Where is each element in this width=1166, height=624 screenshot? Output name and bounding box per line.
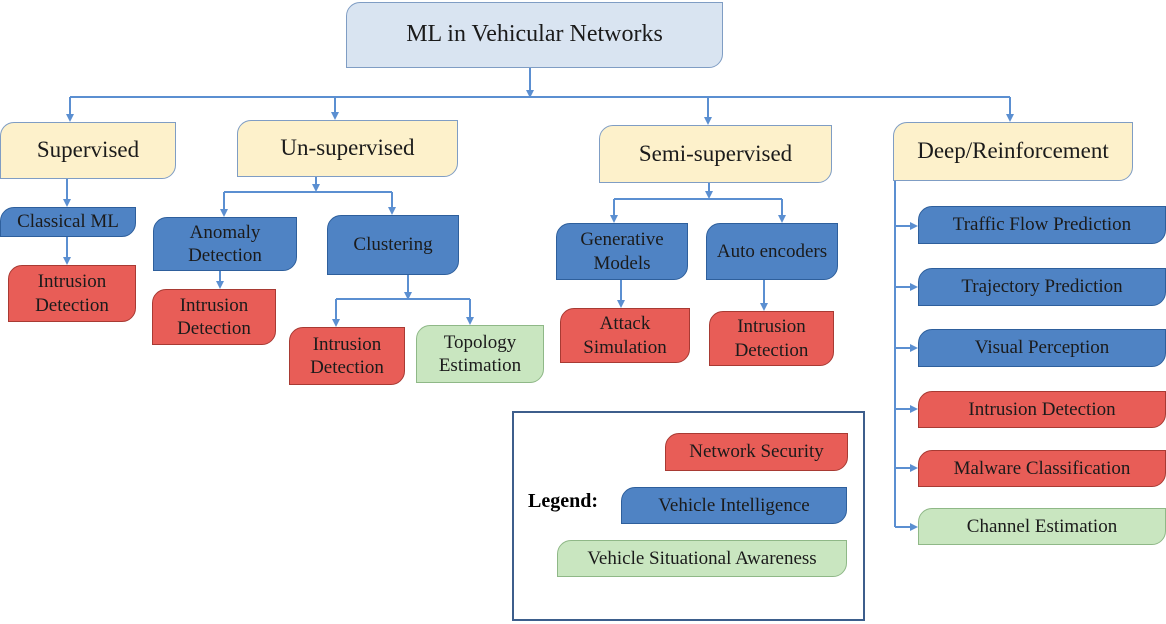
- category-deep-reinforcement: Deep/Reinforcement: [893, 122, 1133, 181]
- node-classical-ml: Classical ML: [0, 207, 136, 237]
- node-anomaly-detection: Anomaly Detection: [153, 217, 297, 271]
- node-attack-simulation: Attack Simulation: [560, 308, 690, 363]
- legend-vehicle-intelligence: Vehicle Intelligence: [621, 487, 847, 524]
- node-anomaly-intrusion-detection: Intrusion Detection: [152, 289, 276, 345]
- node-generative-models: Generative Models: [556, 223, 688, 280]
- node-channel-estimation: Channel Estimation: [918, 508, 1166, 545]
- node-semi-intrusion-detection: Intrusion Detection: [709, 311, 834, 366]
- legend-vehicle-situational-awareness: Vehicle Situational Awareness: [557, 540, 847, 577]
- node-auto-encoders: Auto encoders: [706, 223, 838, 280]
- node-malware-classification: Malware Classification: [918, 450, 1166, 487]
- node-clustering-intrusion-detection: Intrusion Detection: [289, 327, 405, 385]
- node-clustering: Clustering: [327, 215, 459, 275]
- root-node: ML in Vehicular Networks: [346, 2, 723, 68]
- legend-box: [512, 411, 865, 621]
- legend-title: Legend:: [528, 490, 598, 512]
- node-visual-perception: Visual Perception: [918, 329, 1166, 367]
- category-semi-supervised: Semi-supervised: [599, 125, 832, 183]
- node-traffic-flow-prediction: Traffic Flow Prediction: [918, 206, 1166, 244]
- category-supervised: Supervised: [0, 122, 176, 179]
- node-topology-estimation: Topology Estimation: [416, 325, 544, 383]
- node-supervised-intrusion-detection: Intrusion Detection: [8, 265, 136, 322]
- node-trajectory-prediction: Trajectory Prediction: [918, 268, 1166, 306]
- legend-network-security: Network Security: [665, 433, 848, 471]
- category-unsupervised: Un-supervised: [237, 120, 458, 177]
- node-deep-intrusion-detection: Intrusion Detection: [918, 391, 1166, 428]
